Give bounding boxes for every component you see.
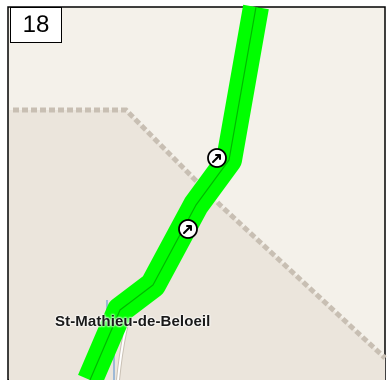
aircraft-icon[interactable] — [178, 219, 198, 239]
tile-number: 18 — [10, 7, 62, 43]
municipal-boundary — [13, 107, 387, 360]
highway-centerline — [89, 6, 257, 380]
aircraft-icon[interactable] — [207, 148, 227, 168]
place-label: St-Mathieu-de-Beloeil — [55, 313, 211, 330]
municipal-area — [9, 110, 385, 380]
